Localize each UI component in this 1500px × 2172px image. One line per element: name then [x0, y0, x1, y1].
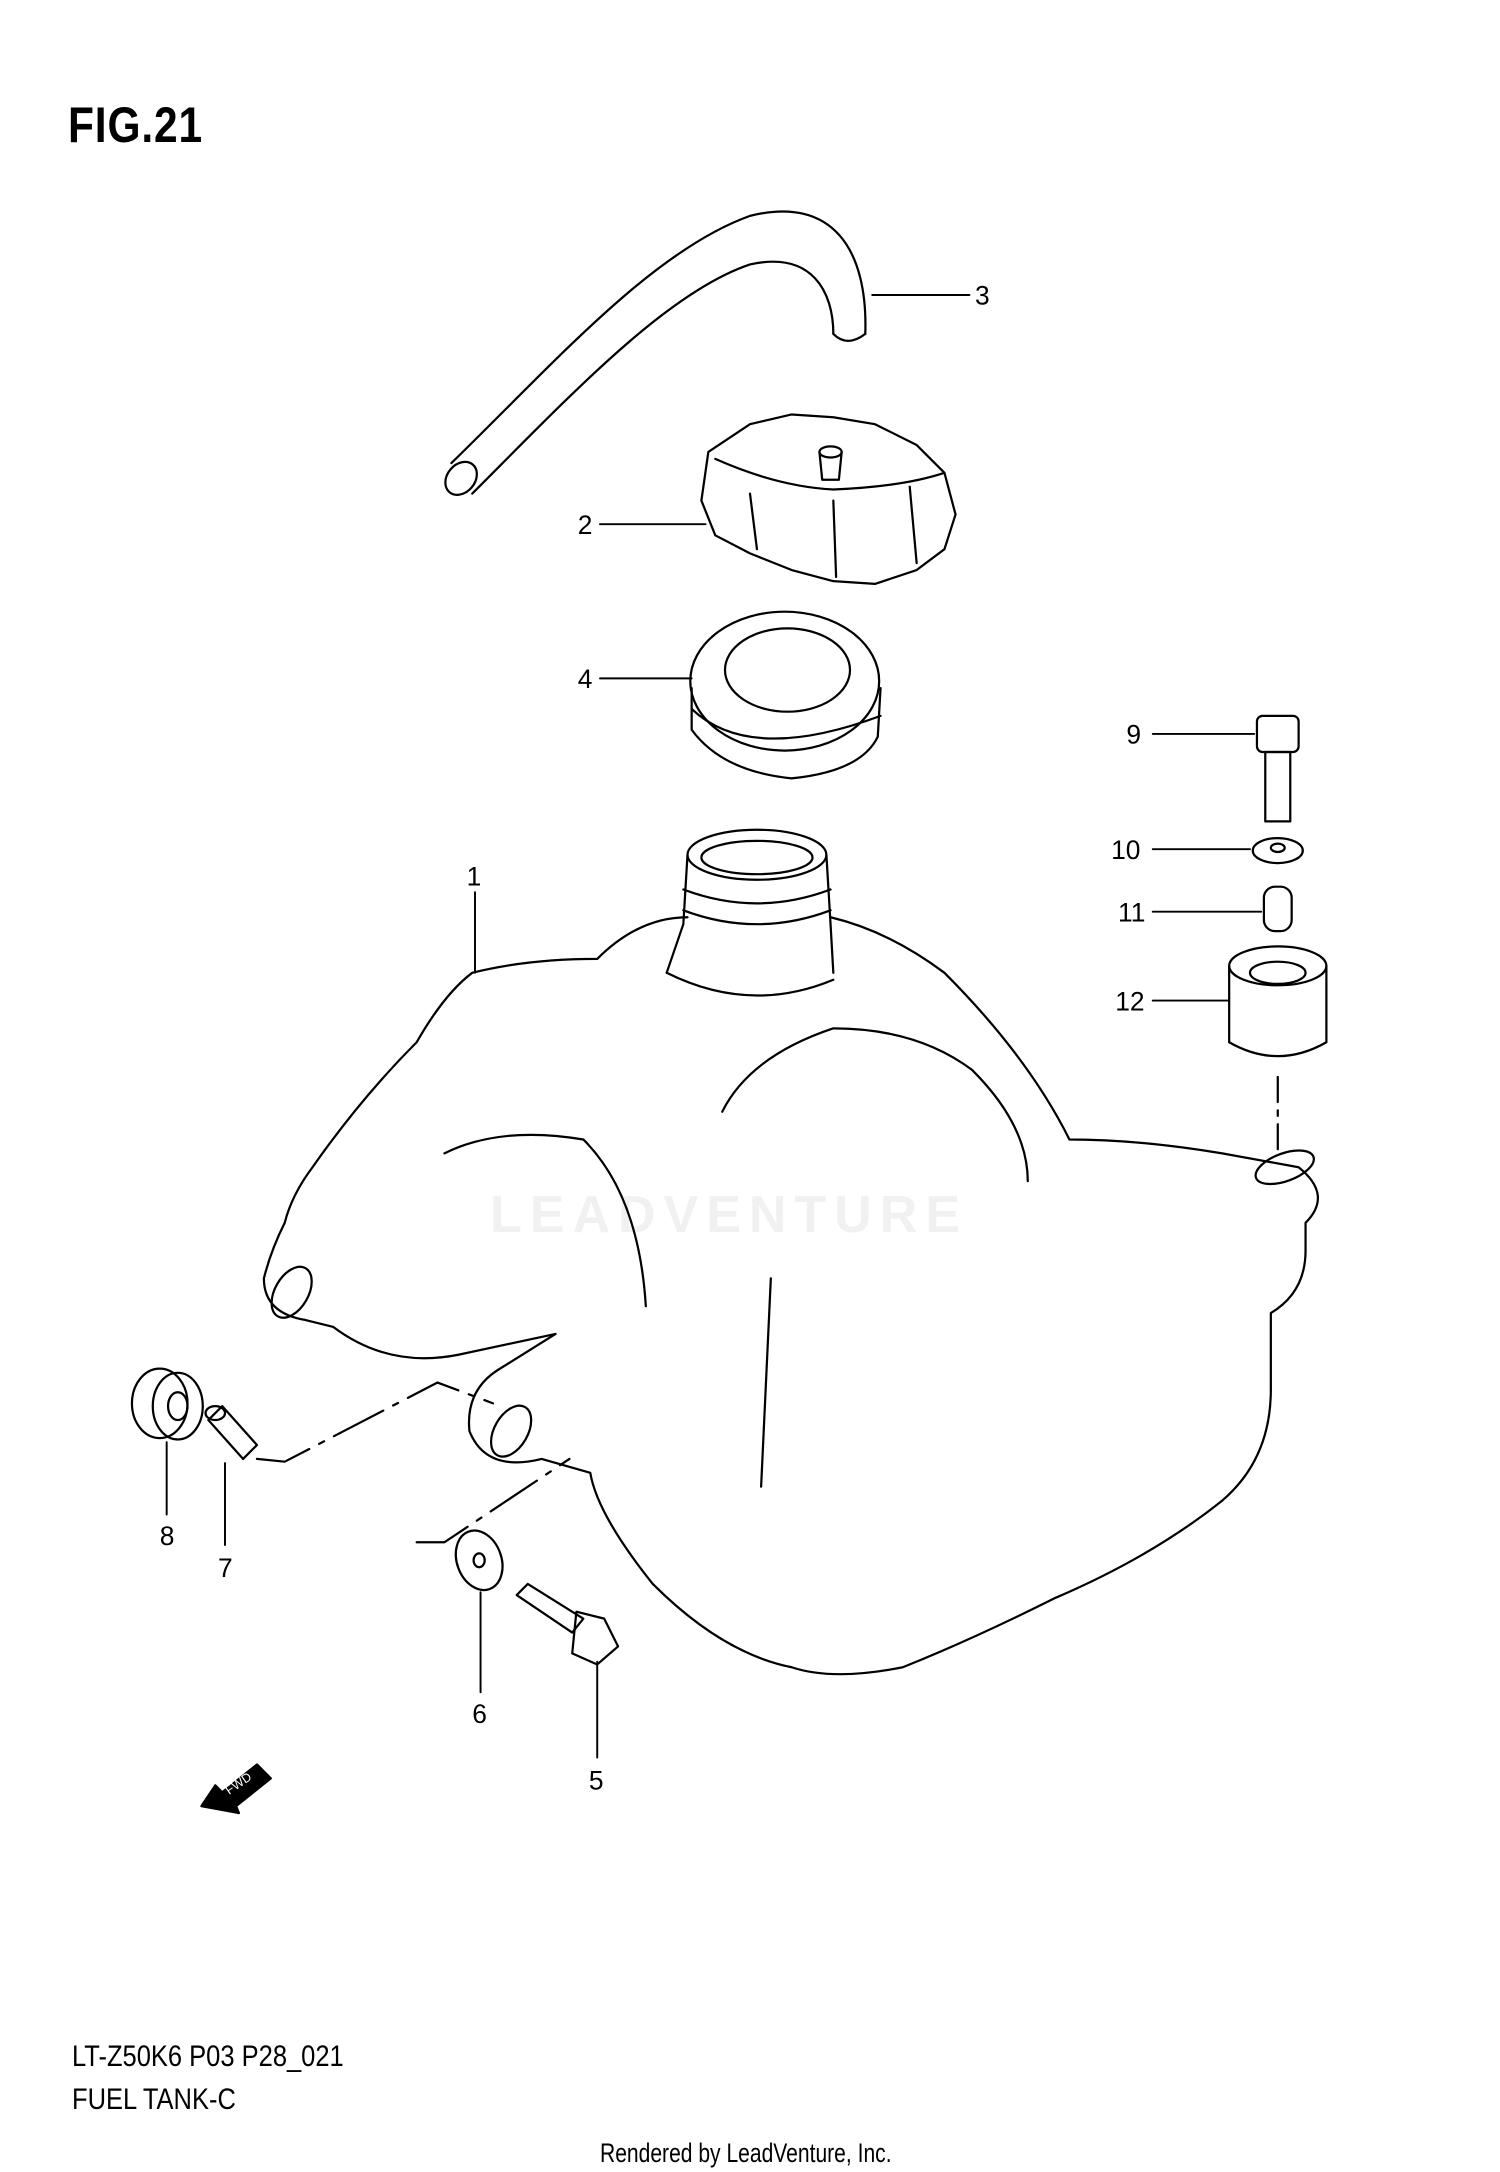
washer-6[interactable]	[448, 1524, 511, 1597]
watermark: LEADVENTURE	[490, 1186, 969, 1244]
callout-10: 10	[1111, 835, 1140, 865]
collar-7[interactable]	[204, 1405, 259, 1461]
collar-11[interactable]	[1262, 885, 1293, 933]
cap-gasket[interactable]	[689, 610, 882, 780]
callout-6: 6	[472, 1699, 487, 1729]
fuel-hose[interactable]	[439, 210, 867, 501]
callout-1: 1	[467, 861, 482, 891]
callout-3: 3	[975, 281, 990, 311]
callout-8: 8	[160, 1521, 175, 1551]
grommet-8[interactable]	[130, 1367, 204, 1441]
callout-9: 9	[1126, 720, 1141, 750]
footer-credit: Rendered by LeadVenture, Inc.	[600, 2138, 892, 2168]
callout-12: 12	[1115, 986, 1144, 1016]
callout-5: 5	[589, 1765, 604, 1795]
fuel-tank[interactable]	[262, 828, 1320, 1676]
fuel-cap[interactable]	[700, 413, 957, 586]
bolt-5[interactable]	[515, 1582, 620, 1666]
callout-4: 4	[578, 664, 593, 694]
bolt-9[interactable]	[1255, 714, 1300, 823]
fwd-arrow-icon: FWD	[200, 1763, 272, 1815]
washer-10[interactable]	[1251, 836, 1304, 865]
callout-11: 11	[1118, 897, 1145, 927]
figure-name: FUEL TANK-C	[72, 2083, 236, 2116]
model-code: LT-Z50K6 P03 P28_021	[72, 2040, 344, 2073]
callout-7: 7	[218, 1553, 233, 1583]
callout-2: 2	[578, 510, 593, 540]
figure-title: FIG.21	[68, 97, 204, 153]
cushion-12[interactable]	[1228, 945, 1328, 1058]
